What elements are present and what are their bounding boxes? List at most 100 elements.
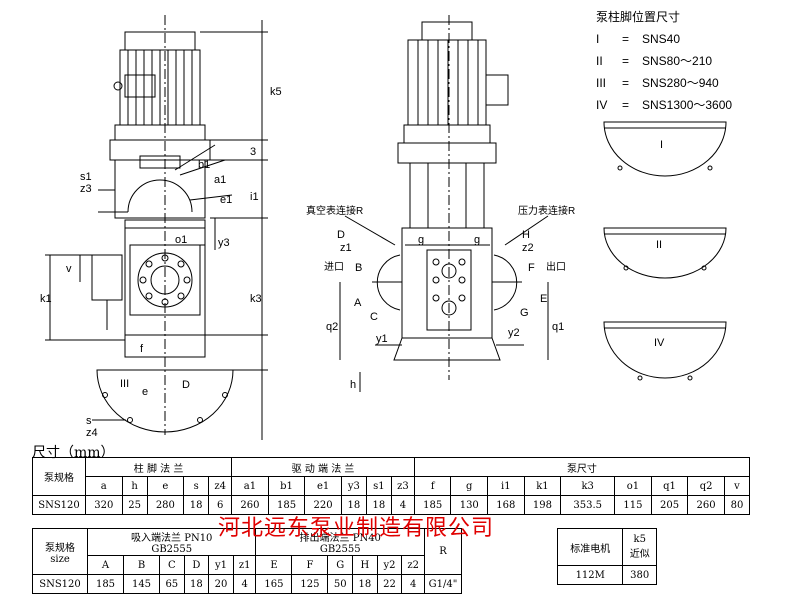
col-header: e <box>146 476 185 496</box>
table-row: SNS120 185 145 65 18 20 4 165 125 50 18 … <box>32 574 462 594</box>
cell: 320 <box>85 495 123 515</box>
label-profile-II: II <box>656 239 662 251</box>
col-header: v <box>723 476 751 496</box>
cell: G1/4" <box>424 574 462 594</box>
foot-position-legend: 泵柱脚位置尺寸 I=SNS40 II=SNS80～210 III=SNS280～… <box>596 6 732 116</box>
cell: 6 <box>208 495 233 515</box>
cell: 22 <box>376 574 403 594</box>
legend-row: III=SNS280～940 <box>596 76 719 90</box>
label-3: 3 <box>250 146 256 158</box>
col-header: h <box>121 476 148 496</box>
label-y3: y3 <box>218 237 230 249</box>
label-vacuum-gauge: 真空表连接R <box>306 204 363 217</box>
label-h: h <box>350 379 356 391</box>
label-y1: y1 <box>376 333 388 345</box>
col-header: C <box>159 555 185 575</box>
cell: 4 <box>232 574 257 594</box>
table-header-motor: 标准电机 <box>556 528 624 566</box>
cell-motor: 112M <box>556 565 624 585</box>
cell: 25 <box>121 495 148 515</box>
cell: 18 <box>183 574 210 594</box>
col-header: f <box>413 476 452 496</box>
cell: 165 <box>255 574 293 594</box>
cell: 185 <box>87 574 124 594</box>
table-row: SNS120 320 25 280 18 6 260 185 220 18 18… <box>32 495 751 515</box>
label-B: B <box>355 262 362 274</box>
col-header: a <box>85 476 123 496</box>
col-header: y3 <box>340 476 367 496</box>
label-k3: k3 <box>250 293 262 305</box>
drawing-labels: k5 3 s1 z3 b1 a1 e1 i1 y3 o1 v k1 k3 f I… <box>40 86 665 439</box>
label-z2: z2 <box>522 242 534 254</box>
col-header: b1 <box>267 476 306 496</box>
col-header: o1 <box>614 476 652 496</box>
table-row: 112M 380 <box>556 565 657 585</box>
table-header-model: 泵规格 <box>32 457 86 496</box>
label-III-side: III <box>120 378 129 390</box>
table-header-drive-flange: 驱 动 端 法 兰 <box>231 457 415 477</box>
table-header-foot-flange: 柱 脚 法 兰 <box>84 457 233 477</box>
col-header: k1 <box>523 476 562 496</box>
table-header-pump-size: 泵尺寸 <box>413 457 751 477</box>
label-e1: e1 <box>220 194 232 206</box>
cell: 260 <box>687 495 725 515</box>
col-header: q2 <box>687 476 725 496</box>
label-outlet: 出口 <box>546 260 566 273</box>
label-y2: y2 <box>508 327 520 339</box>
col-header: s1 <box>365 476 392 496</box>
legend-row: II=SNS80～210 <box>596 54 713 68</box>
label-profile-I: I <box>660 139 663 151</box>
col-header: H <box>352 555 378 575</box>
col-header: B <box>123 555 160 575</box>
cell: 80 <box>723 495 751 515</box>
cell: 4 <box>390 495 415 515</box>
label-a1: a1 <box>214 174 226 186</box>
cell: 65 <box>159 574 185 594</box>
cell: 353.5 <box>560 495 616 515</box>
label-g-left: g <box>418 234 424 246</box>
col-header: q1 <box>650 476 689 496</box>
label-v: v <box>66 263 72 275</box>
cell-k5: 380 <box>622 565 657 585</box>
label-i1: i1 <box>250 191 259 203</box>
legend-row: I=SNS40 <box>596 32 681 46</box>
cell: 145 <box>123 574 160 594</box>
table-column-row: A B C D y1 z1 E F G H y2 z2 <box>33 555 462 575</box>
legend-title: 泵柱脚位置尺寸 <box>596 10 681 24</box>
col-header: A <box>87 555 124 575</box>
cell: 50 <box>327 574 354 594</box>
front-view <box>339 15 549 392</box>
col-header: s <box>183 476 210 496</box>
cell: 115 <box>614 495 652 515</box>
dimensions-table: 泵规格 柱 脚 法 兰 驱 动 端 法 兰 泵尺寸 a h e s z4 a1 … <box>32 457 751 515</box>
label-F: F <box>528 262 535 274</box>
label-e: e <box>142 386 148 398</box>
label-z4: z4 <box>86 427 98 439</box>
label-s1: s1 <box>80 171 92 183</box>
label-z1: z1 <box>340 242 352 254</box>
col-header: z1 <box>232 555 257 575</box>
cell: 220 <box>304 495 342 515</box>
col-header: z2 <box>401 555 425 575</box>
label-profile-IV: IV <box>654 337 665 349</box>
col-header: k3 <box>560 476 616 496</box>
label-b1: b1 <box>198 159 210 171</box>
label-D: D <box>337 229 345 241</box>
label-k5: k5 <box>270 86 282 98</box>
col-header: i1 <box>487 476 525 496</box>
label-C: C <box>370 311 378 323</box>
company-watermark: 河北远东泵业制造有限公司 <box>218 516 495 541</box>
label-f: f <box>140 343 144 355</box>
cell: 198 <box>523 495 562 515</box>
label-q1: q1 <box>552 321 564 333</box>
label-q2: q2 <box>326 321 338 333</box>
col-header: G <box>327 555 354 575</box>
col-header: z3 <box>390 476 415 496</box>
col-header: E <box>255 555 293 575</box>
side-view <box>45 15 268 440</box>
